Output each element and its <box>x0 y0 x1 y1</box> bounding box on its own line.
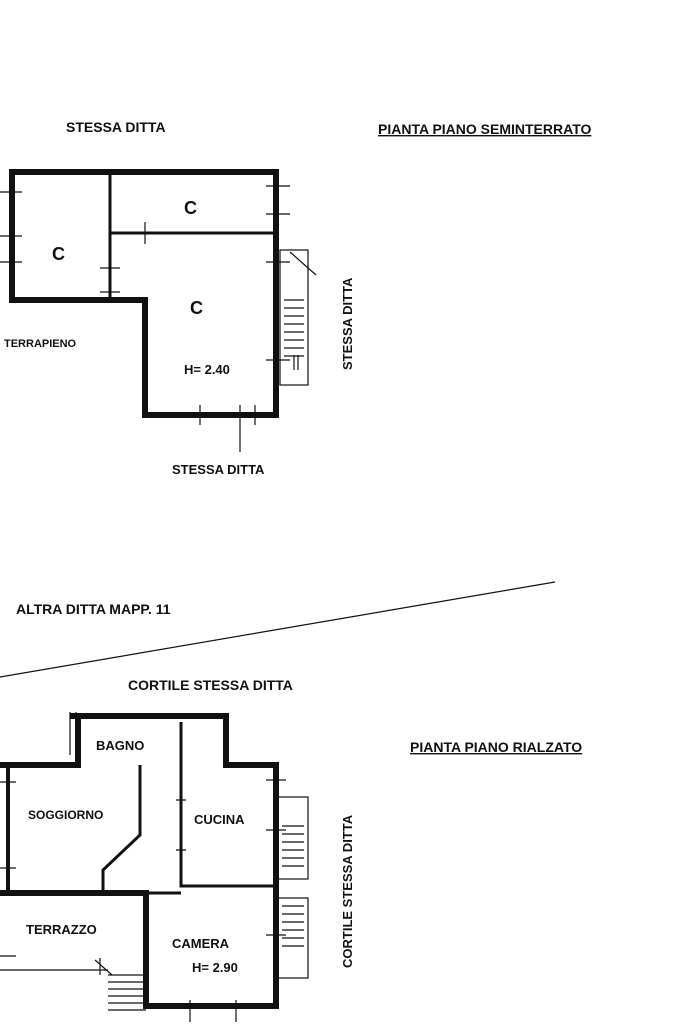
basement-west-label: TERRAPIENO <box>4 338 77 350</box>
basement-plan: STESSA DITTA PIANTA PIANO SEMINTERRATO T… <box>0 119 591 477</box>
ground-east-stair-lower <box>277 897 309 979</box>
room-terrace: TERRAZZO <box>26 922 97 937</box>
basement-height-label: H= 2.40 <box>184 362 230 377</box>
basement-outer-wall <box>9 169 279 418</box>
room-living: SOGGIORNO <box>28 808 103 822</box>
basement-tick-marks <box>0 185 290 452</box>
room-bathroom: BAGNO <box>96 738 144 753</box>
room-cellar-top: C <box>184 198 197 218</box>
ground-height-label: H= 2.90 <box>192 960 238 975</box>
basement-east-label: STESSA DITTA <box>340 277 355 370</box>
room-cellar-main: C <box>190 298 203 318</box>
room-kitchen: CUCINA <box>194 812 245 827</box>
room-bedroom: CAMERA <box>172 936 230 951</box>
basement-stair <box>279 249 317 386</box>
ground-partition-bathroom <box>101 765 181 895</box>
ground-floor-plan: CORTILE STESSA DITTA PIANTA PIANO RIALZA… <box>0 677 582 1022</box>
basement-north-label: STESSA DITTA <box>66 119 166 135</box>
ground-east-label: CORTILE STESSA DITTA <box>340 814 355 968</box>
property-boundary: ALTRA DITTA MAPP. 11 <box>0 581 556 678</box>
ground-south-stair <box>108 974 146 1011</box>
ground-tick-marks <box>0 712 286 1022</box>
basement-south-label: STESSA DITTA <box>172 462 265 477</box>
neighbor-label: ALTRA DITTA MAPP. 11 <box>16 601 171 617</box>
ground-east-stair-upper <box>277 796 309 880</box>
basement-title: PIANTA PIANO SEMINTERRATO <box>378 121 591 137</box>
ground-west-wall <box>0 716 81 768</box>
ground-north-label: CORTILE STESSA DITTA <box>128 677 293 693</box>
room-cellar-left: C <box>52 244 65 264</box>
ground-title: PIANTA PIANO RIALZATO <box>410 739 582 755</box>
ground-partition-kitchen <box>179 722 276 888</box>
